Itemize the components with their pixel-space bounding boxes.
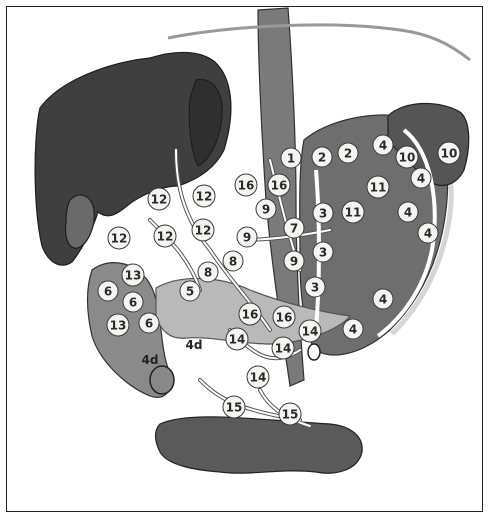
lymph-node-station-6: 6 [98, 281, 118, 301]
lymph-node-station-12: 12 [108, 227, 130, 249]
node-label: 3 [319, 207, 327, 221]
node-label: 13 [110, 319, 127, 333]
station-label-4d: 4d [186, 338, 203, 352]
node-label: 11 [370, 181, 387, 195]
node-label: 6 [145, 317, 153, 331]
lymph-node-station-14: 14 [247, 366, 269, 388]
lymph-node-station-15: 15 [279, 403, 301, 425]
omentum-curve [168, 25, 470, 60]
node-label: 14 [275, 342, 292, 356]
transverse-colon [156, 417, 363, 473]
lymph-node-station-14: 14 [226, 328, 248, 350]
node-label: 12 [196, 190, 213, 204]
node-label: 1 [287, 152, 295, 166]
gallbladder [66, 195, 95, 248]
lymph-node-station-9: 9 [284, 251, 304, 271]
node-label: 6 [104, 285, 112, 299]
node-label: 16 [238, 179, 255, 193]
node-label: 13 [125, 269, 142, 283]
node-label: 2 [344, 147, 352, 161]
node-label: 15 [282, 408, 299, 422]
lymph-node-station-10: 10 [438, 142, 460, 164]
node-label: 4 [404, 206, 412, 220]
lymph-node-station-2: 2 [312, 147, 332, 167]
node-label: 16 [242, 308, 259, 322]
lymph-node-station-3: 3 [313, 203, 333, 223]
lymph-node-station-4: 4 [373, 135, 393, 155]
node-label: 2 [318, 151, 326, 165]
lymph-node-station-1: 1 [281, 148, 301, 168]
node-label: 8 [229, 255, 237, 269]
lymph-node-station-13: 13 [107, 314, 129, 336]
node-label: 11 [345, 206, 362, 220]
lymph-node-station-3: 3 [305, 277, 325, 297]
lymph-node-station-14: 14 [272, 337, 294, 359]
lymph-node-station-12: 12 [154, 225, 176, 247]
lymph-node-station-16: 16 [268, 174, 290, 196]
lymph-node-station-2: 2 [338, 143, 358, 163]
lymph-node-station-4: 4 [373, 289, 393, 309]
node-label: 5 [186, 285, 194, 299]
duodenum-end [150, 366, 174, 394]
node-label: 9 [262, 203, 270, 217]
lymph-node-station-12: 12 [148, 188, 170, 210]
lymph-node-station-16: 16 [239, 303, 261, 325]
lymph-node-station-12: 12 [193, 185, 215, 207]
lymph-node-station-3: 3 [313, 242, 333, 262]
lymph-node-station-15: 15 [223, 396, 245, 418]
lymph-node-station-4: 4 [418, 223, 438, 243]
node-label: 7 [290, 222, 298, 236]
node-label: 14 [302, 325, 319, 339]
lymph-node-station-4: 4 [343, 319, 363, 339]
lymph-node-station-10: 10 [396, 146, 418, 168]
station-label-4d: 4d [142, 353, 159, 367]
lymph-node-station-8: 8 [198, 262, 218, 282]
node-label: 12 [195, 224, 212, 238]
node-label: 3 [319, 246, 327, 260]
node-label: 4 [424, 227, 432, 241]
node-label: 4 [417, 172, 425, 186]
lymph-node-station-4: 4 [411, 168, 431, 188]
node-label: 16 [276, 311, 293, 325]
lymph-node-station-5: 5 [180, 281, 200, 301]
lymph-node-station-13: 13 [122, 264, 144, 286]
node-label: 4 [379, 293, 387, 307]
node-label: 4 [379, 139, 387, 153]
lymph-node-station-6: 6 [123, 292, 143, 312]
node-label: 14 [250, 371, 267, 385]
lymph-node-station-11: 11 [342, 201, 364, 223]
node-label: 3 [311, 281, 319, 295]
node-label: 9 [243, 231, 251, 245]
node-label: 14 [229, 333, 246, 347]
node-label: 10 [441, 147, 458, 161]
lymph-node-station-9: 9 [237, 227, 257, 247]
node-label: 15 [226, 401, 243, 415]
node-label: 12 [111, 232, 128, 246]
lymph-node-station-14: 14 [299, 320, 321, 342]
node-label: 6 [129, 296, 137, 310]
lymph-node-station-11: 11 [367, 176, 389, 198]
node-label: 10 [399, 151, 416, 165]
node-label: 4 [349, 323, 357, 337]
lymph-node-station-16: 16 [235, 174, 257, 196]
lymph-node-station-16: 16 [273, 306, 295, 328]
node-label: 12 [157, 230, 174, 244]
node-label: 8 [204, 266, 212, 280]
vessel-stump [308, 344, 320, 360]
lymph-node-station-9: 9 [256, 199, 276, 219]
node-label: 12 [151, 193, 168, 207]
lymph-node-station-8: 8 [223, 251, 243, 271]
node-label: 9 [290, 255, 298, 269]
lymph-node-station-12: 12 [192, 219, 214, 241]
lymph-node-station-4: 4 [398, 202, 418, 222]
lymph-node-station-6: 6 [139, 313, 159, 333]
node-label: 16 [271, 179, 288, 193]
lymph-node-station-7: 7 [284, 218, 304, 238]
